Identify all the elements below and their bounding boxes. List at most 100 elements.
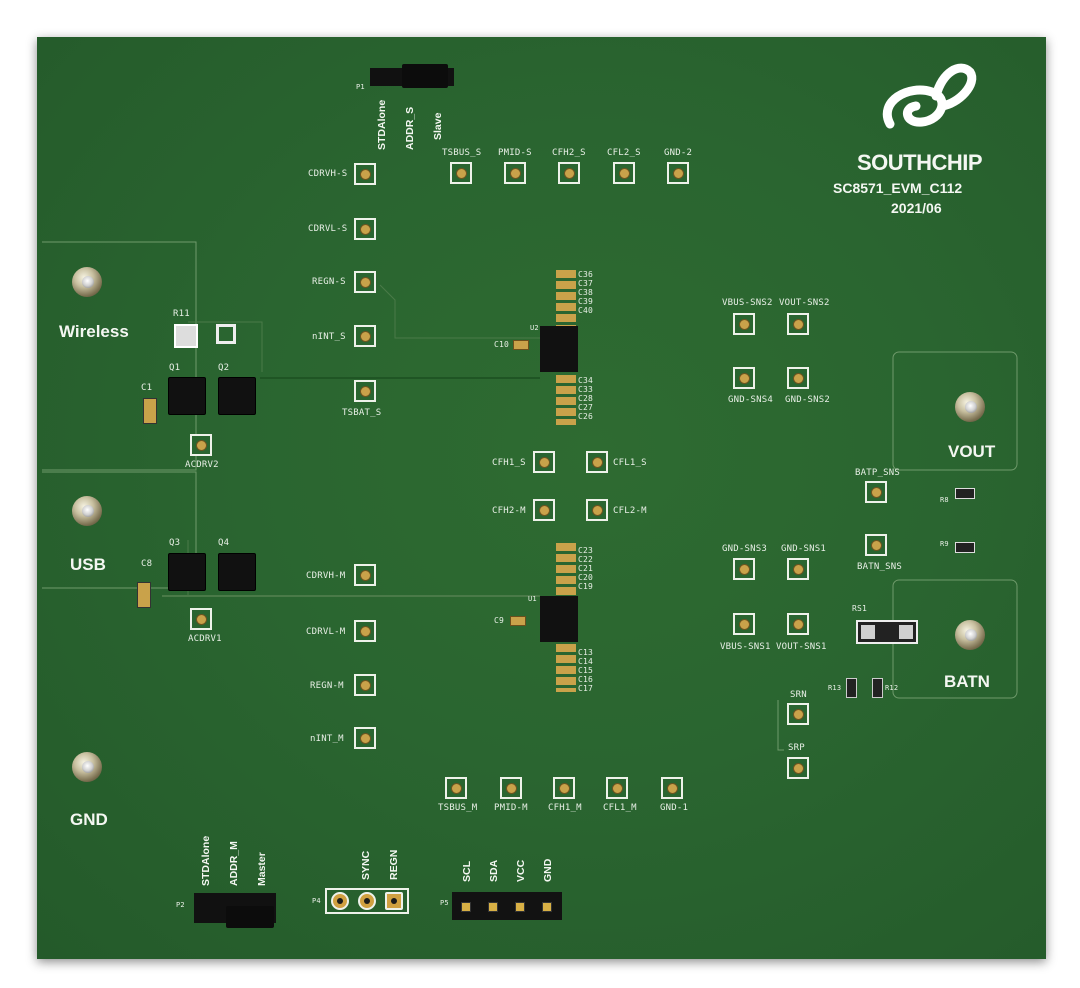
testpoint-pad[interactable] [606, 777, 628, 799]
jumper-bottom-pin2-label: ADDR_M [228, 841, 240, 886]
testpoint-pad[interactable] [865, 534, 887, 556]
tp-label: nINT_M [310, 734, 344, 744]
shunt-resistor-rs1 [856, 620, 918, 644]
jumper-bottom-shunt[interactable] [226, 906, 274, 928]
testpoint-pad[interactable] [661, 777, 683, 799]
testpoint-pad[interactable] [613, 162, 635, 184]
capacitor-c10 [513, 340, 529, 350]
testpoint-pad[interactable] [558, 162, 580, 184]
testpoint-pad[interactable] [533, 451, 555, 473]
usb-terminal-post[interactable] [72, 496, 102, 526]
tp-label: VOUT-SNS1 [776, 642, 827, 652]
tp-label: REGN-S [312, 277, 346, 287]
cap-stack-u1-bot [556, 644, 576, 692]
testpoint-pad[interactable] [733, 558, 755, 580]
designator: C9 [494, 616, 505, 625]
designator: R13 [828, 684, 842, 692]
mosfet-q4 [214, 553, 260, 591]
testpoint-pad[interactable] [354, 271, 376, 293]
testpoint-pad[interactable] [865, 481, 887, 503]
tp-label: BATN_SNS [857, 562, 902, 572]
resistor-r13 [846, 678, 857, 698]
vout-terminal-post[interactable] [955, 392, 985, 422]
testpoint-pad[interactable] [733, 613, 755, 635]
tp-label: CFL2-M [613, 506, 647, 516]
testpoint-pad[interactable] [445, 777, 467, 799]
testpoint-pad[interactable] [354, 674, 376, 696]
mosfet-q1 [164, 377, 210, 415]
tp-label: VOUT-SNS2 [779, 298, 830, 308]
testpoint-pad[interactable] [733, 313, 755, 335]
wireless-label: Wireless [59, 322, 129, 341]
tp-label: CFH2_S [552, 148, 586, 158]
testpoint-pad[interactable] [586, 499, 608, 521]
jumper-top-shunt[interactable] [402, 64, 448, 88]
usb-label: USB [70, 555, 106, 574]
p5-pin-label: SCL [461, 861, 473, 882]
southchip-logo [882, 63, 977, 129]
designator: Q4 [218, 538, 230, 548]
testpoint-pad[interactable] [787, 313, 809, 335]
tp-label: CFL2_S [607, 148, 641, 158]
jumper-top-pin2-label: ADDR_S [404, 106, 416, 150]
ic-u1 [540, 596, 578, 642]
testpoint-pad[interactable] [787, 703, 809, 725]
testpoint-pad[interactable] [354, 727, 376, 749]
testpoint-pad[interactable] [787, 558, 809, 580]
designator: Q2 [218, 363, 230, 373]
jumper-top-pin3-label: Slave [432, 112, 444, 140]
tp-label: VBUS-SNS2 [722, 298, 773, 308]
led-pad [216, 324, 236, 344]
tp-label: CDRVL-S [308, 224, 348, 234]
testpoint-pad[interactable] [787, 757, 809, 779]
jumper-bottom-designator: P2 [176, 901, 185, 909]
testpoint-pad[interactable] [354, 380, 376, 402]
capacitor-c8 [137, 582, 151, 608]
p4-designator: P4 [312, 897, 321, 905]
tp-label: TSBAT_S [342, 408, 382, 418]
tp-label: CFL1_M [603, 803, 637, 813]
testpoint-pad[interactable] [354, 620, 376, 642]
testpoint-pad[interactable] [504, 162, 526, 184]
testpoint-pad[interactable] [533, 499, 555, 521]
testpoint-pad[interactable] [354, 564, 376, 586]
designator: R8 [940, 496, 949, 504]
wireless-terminal-post[interactable] [72, 267, 102, 297]
tp-label: CDRVH-M [306, 571, 346, 581]
testpoint-pad[interactable] [553, 777, 575, 799]
testpoint-pad[interactable] [787, 613, 809, 635]
testpoint-pad[interactable] [500, 777, 522, 799]
tp-label: GND-SNS1 [781, 544, 826, 554]
tp-label: BATP_SNS [855, 468, 900, 478]
tp-label: CFL1_S [613, 458, 647, 468]
testpoint-pad[interactable] [354, 218, 376, 240]
designator: U1 [528, 595, 537, 603]
resistor-r8 [955, 488, 975, 499]
testpoint-pad[interactable] [787, 367, 809, 389]
designator: U2 [530, 324, 539, 332]
header-p5[interactable] [452, 892, 562, 920]
testpoint-pad[interactable] [190, 434, 212, 456]
p4-pin-hole[interactable] [385, 892, 403, 910]
testpoint-pad[interactable] [354, 325, 376, 347]
cap-stack-u2-bot [556, 375, 576, 425]
tp-label: CFH1_M [548, 803, 582, 813]
gnd-terminal-post[interactable] [72, 752, 102, 782]
batn-terminal-post[interactable] [955, 620, 985, 650]
testpoint-pad[interactable] [354, 163, 376, 185]
testpoint-pad[interactable] [190, 608, 212, 630]
resistor-r12 [872, 678, 883, 698]
testpoint-pad[interactable] [733, 367, 755, 389]
testpoint-pad[interactable] [667, 162, 689, 184]
designator: R11 [173, 309, 190, 319]
testpoint-pad[interactable] [450, 162, 472, 184]
designator: C8 [141, 559, 153, 569]
p4-pin-hole[interactable] [331, 892, 349, 910]
cap-stack-u1-top [556, 543, 576, 595]
testpoint-pad[interactable] [586, 451, 608, 473]
batn-label: BATN [944, 672, 990, 691]
p5-designator: P5 [440, 899, 449, 907]
p4-pin-hole[interactable] [358, 892, 376, 910]
